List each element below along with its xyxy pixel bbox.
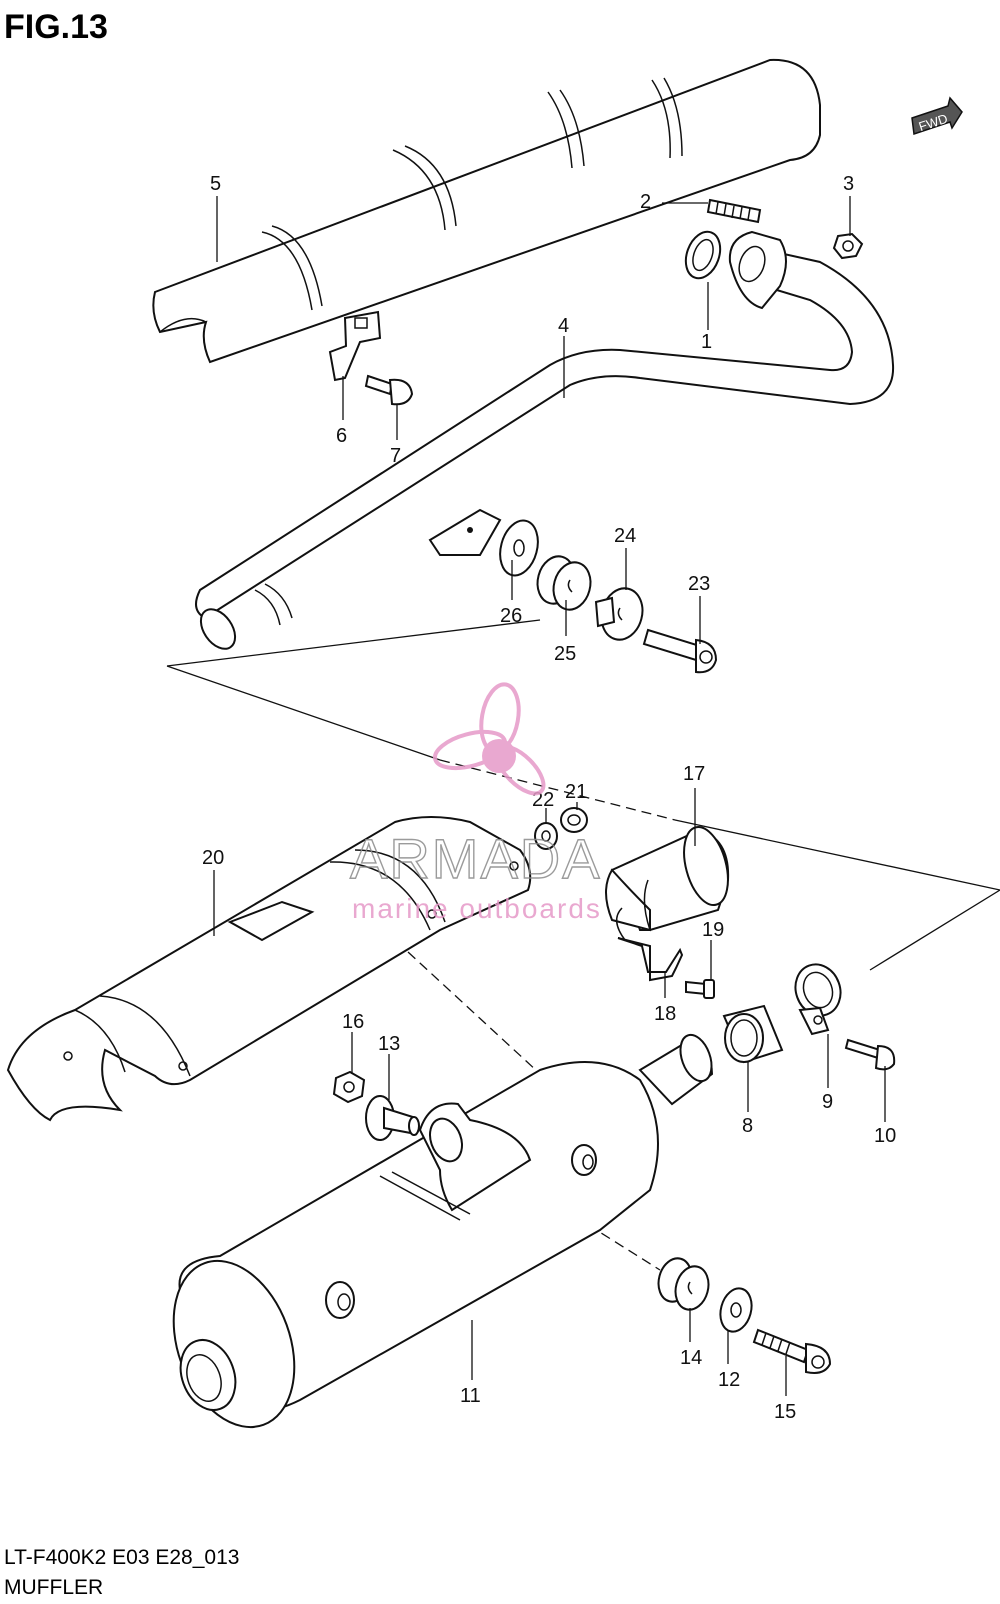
heat-shield-upper xyxy=(152,58,821,364)
figure-title: FIG.13 xyxy=(4,8,108,46)
assembly-plane-outline xyxy=(166,619,1000,971)
callout-13: 13 xyxy=(378,1033,400,1055)
muffler-collar xyxy=(365,1095,420,1141)
stud-bolt xyxy=(706,198,762,224)
callout-2: 2 xyxy=(640,191,651,213)
callout-21: 21 xyxy=(565,781,587,803)
pipe-cover xyxy=(605,826,730,932)
clamp-screw xyxy=(685,979,715,999)
callout-23: 23 xyxy=(688,573,710,595)
mounting-bolt-upper xyxy=(642,628,718,674)
propeller-logo-icon xyxy=(432,682,546,796)
callout-25: 25 xyxy=(554,643,576,665)
grommet xyxy=(536,555,592,611)
shield-nut xyxy=(560,807,588,833)
callout-18: 18 xyxy=(654,1003,676,1025)
callout-labels: 5 2 3 1 4 6 7 26 25 24 23 17 21 22 20 19… xyxy=(202,173,896,1423)
bushing xyxy=(722,1004,784,1064)
callout-6: 6 xyxy=(336,425,347,447)
callout-1: 1 xyxy=(701,331,712,353)
washer xyxy=(499,519,539,577)
callout-12: 12 xyxy=(718,1369,740,1391)
clamp-bolt xyxy=(844,1038,896,1071)
callout-20: 20 xyxy=(202,847,224,869)
callout-4: 4 xyxy=(558,315,569,337)
shield-screw xyxy=(364,374,414,406)
callout-14: 14 xyxy=(680,1347,702,1369)
watermark-brand: ARMADA xyxy=(350,827,602,890)
callout-8: 8 xyxy=(742,1115,753,1137)
muffler-bolt xyxy=(752,1328,832,1374)
muffler-washer xyxy=(719,1287,753,1333)
callout-17: 17 xyxy=(683,763,705,785)
flange-nut xyxy=(832,232,864,260)
muffler-body xyxy=(172,1033,714,1429)
callout-26: 26 xyxy=(500,605,522,627)
watermark-tagline: marine outboards xyxy=(352,893,602,924)
muffler-nut xyxy=(332,1070,366,1104)
callout-15: 15 xyxy=(774,1401,796,1423)
fwd-arrow-icon: FWD xyxy=(911,96,963,136)
figure-code: LT-F400K2 E03 E28_013 xyxy=(4,1546,239,1569)
watermark: ARMADA marine outboards xyxy=(349,682,602,924)
assembly-leader-dashed xyxy=(407,951,591,1121)
figure-name: MUFFLER xyxy=(4,1576,103,1599)
muffler-heat-shield xyxy=(6,816,532,1122)
callout-3: 3 xyxy=(843,173,854,195)
callout-24: 24 xyxy=(614,525,636,547)
heat-shield-bracket xyxy=(328,310,382,382)
callout-9: 9 xyxy=(822,1091,833,1113)
callout-7: 7 xyxy=(390,445,401,467)
exhaust-pipe xyxy=(195,250,895,650)
gasket-ring xyxy=(684,230,722,280)
muffler-grommet xyxy=(657,1257,710,1311)
muffler-clamp xyxy=(794,963,842,1036)
callout-19: 19 xyxy=(702,919,724,941)
callout-16: 16 xyxy=(342,1011,364,1033)
cover-clamp xyxy=(616,907,684,982)
callout-10: 10 xyxy=(874,1125,896,1147)
callout-5: 5 xyxy=(210,173,221,195)
leader-lines xyxy=(213,196,886,1396)
exhaust-flange xyxy=(728,230,787,310)
collar xyxy=(594,587,644,641)
callout-11: 11 xyxy=(460,1385,481,1407)
